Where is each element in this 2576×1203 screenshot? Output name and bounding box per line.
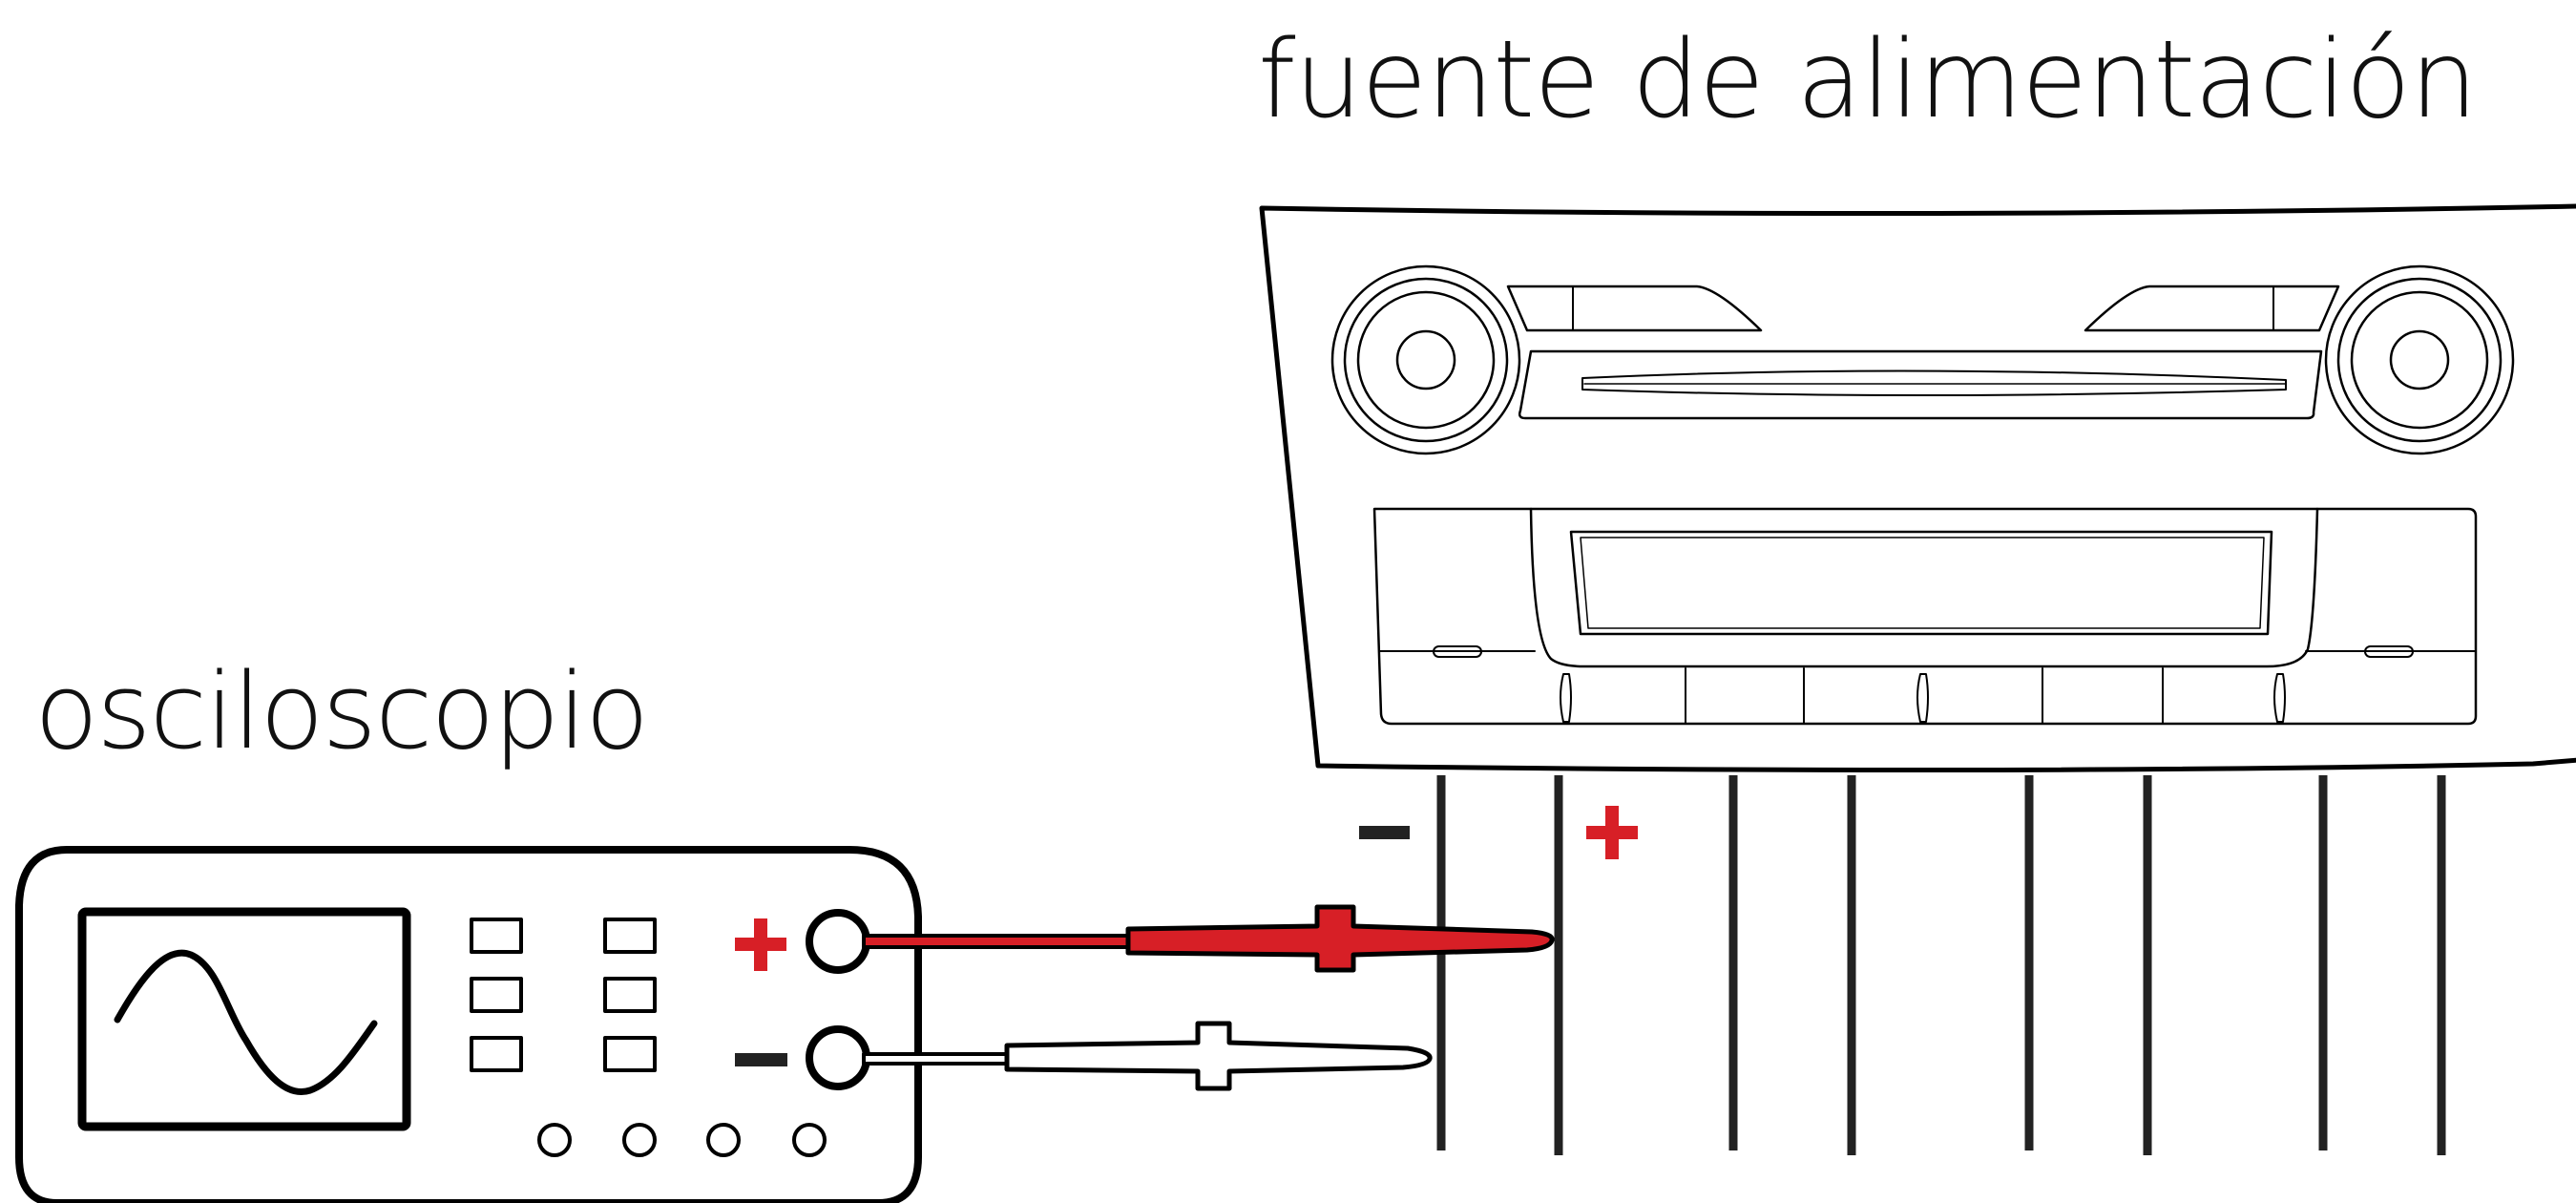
positive-lead-wire <box>862 934 1130 949</box>
pin-minus-icon <box>1359 826 1410 839</box>
negative-probe <box>862 1021 1433 1091</box>
negative-probe-body <box>1004 1021 1433 1091</box>
cd-slot <box>1581 369 2287 396</box>
oscilloscope-label: osciloscopio <box>34 650 649 772</box>
scope-plus-icon <box>735 918 786 971</box>
connector-pins <box>1436 775 2446 1155</box>
radio-unit <box>1259 203 2576 773</box>
oscilloscope <box>15 846 922 1203</box>
top-right-button <box>2084 285 2340 332</box>
preset-buttons <box>1560 667 2286 725</box>
right-knob <box>2324 264 2515 455</box>
scope-minus-icon <box>735 1053 787 1066</box>
left-knob <box>1330 264 1521 455</box>
radio-faceplate <box>1259 203 2576 773</box>
positive-probe <box>862 904 1555 973</box>
top-left-button <box>1506 285 1763 332</box>
positive-probe-body <box>1125 904 1555 973</box>
control-knobs <box>537 1123 827 1157</box>
oscilloscope-body <box>15 846 922 1203</box>
display-screen <box>1569 530 2273 636</box>
power-supply-label: fuente de alimentación <box>1258 18 2478 142</box>
positive-jack <box>806 909 870 974</box>
oscilloscope-screen <box>77 907 411 1131</box>
display-housing <box>1372 507 2478 726</box>
negative-lead-wire <box>862 1052 1009 1066</box>
cd-slot-frame <box>1518 349 2323 420</box>
pin-plus-icon <box>1586 806 1638 859</box>
sine-wave-icon <box>114 949 378 1095</box>
control-buttons <box>470 918 657 1072</box>
negative-jack <box>806 1025 870 1090</box>
